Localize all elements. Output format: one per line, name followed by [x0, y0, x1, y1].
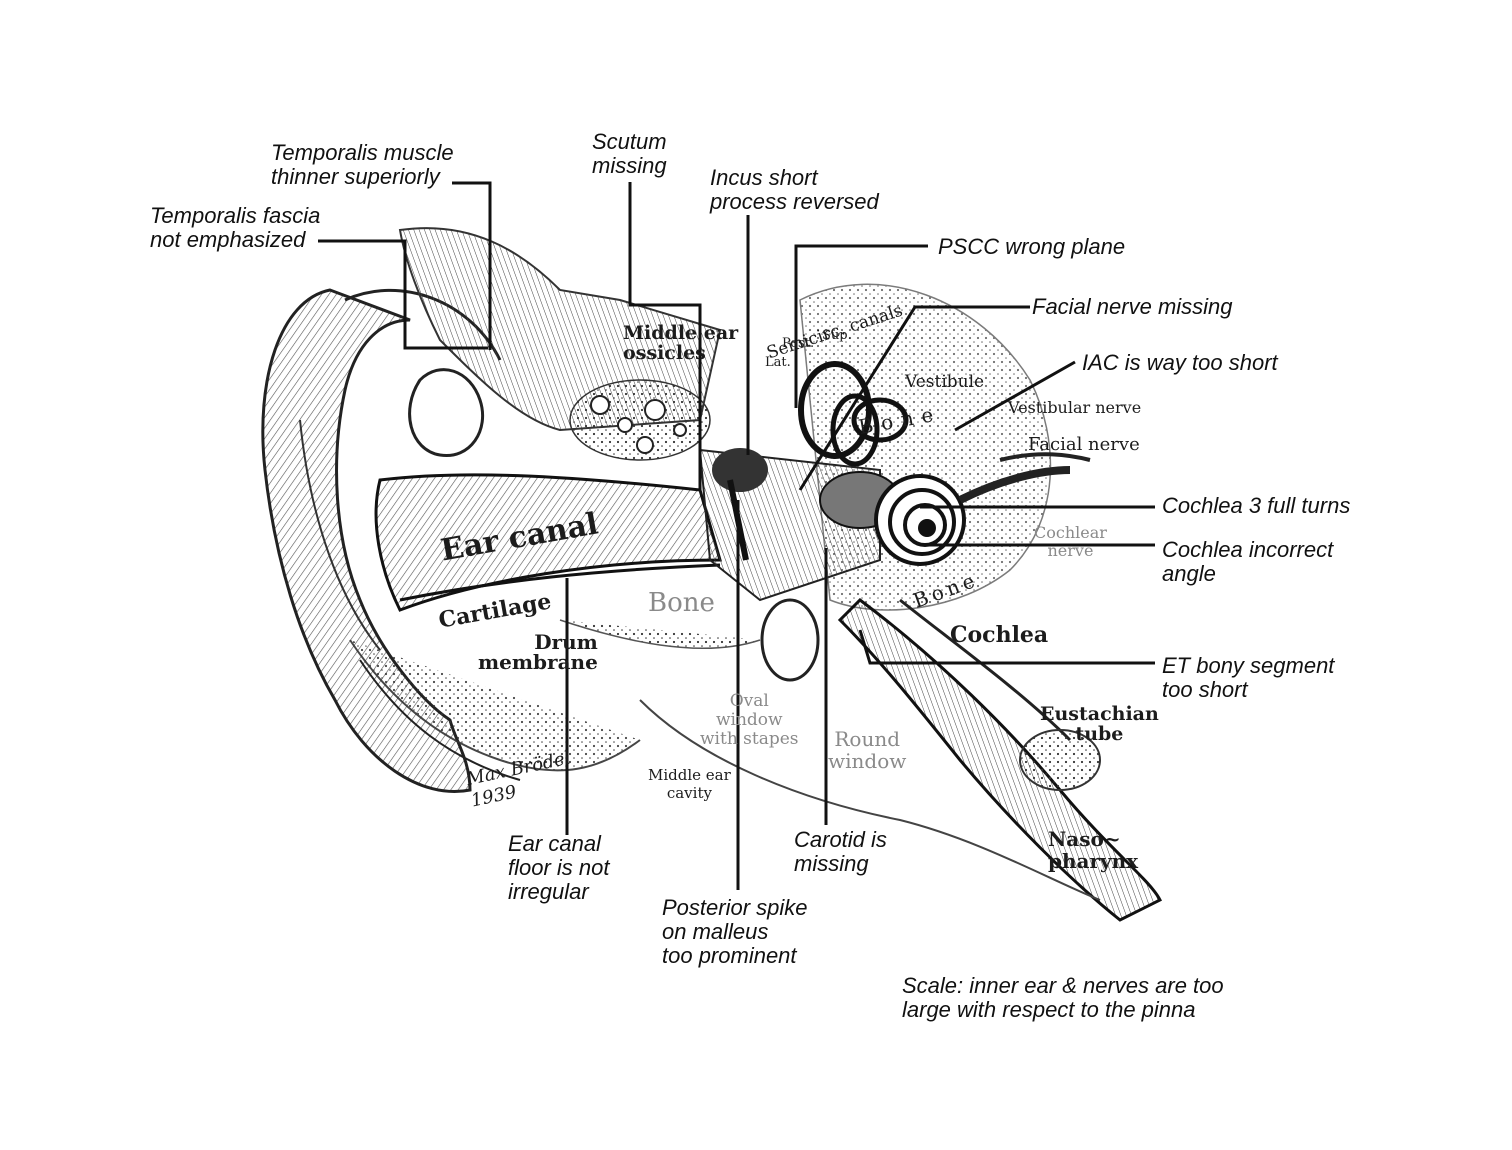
label-vestibular-nerve: Vestibular nerve	[1008, 398, 1142, 417]
mastoid-air-cells	[569, 379, 711, 461]
annotation-ear-canal-floor: Ear canal floor is not irregular	[508, 831, 610, 904]
annotation-et-bony: ET bony segment too short	[1162, 653, 1335, 702]
label-bone-lower: Bone	[648, 588, 715, 618]
annotation-temporalis-muscle: Temporalis muscle thinner superiorly	[271, 140, 454, 189]
annotation-cochlea-turns: Cochlea 3 full turns	[1162, 493, 1351, 518]
label-facial-nerve: Facial nerve	[1028, 434, 1140, 455]
leader-temporalis-muscle	[452, 181, 492, 350]
leader-iac	[954, 360, 1076, 432]
annotation-cochlea-angle: Cochlea incorrect angle	[1162, 537, 1334, 586]
label-middle-ear-cavity: Middle ear cavity	[648, 766, 731, 802]
label-round-window: Round window	[828, 727, 907, 773]
label-drum-membrane: Drum membrane	[478, 630, 598, 674]
label-cochlea: Cochlea	[950, 622, 1049, 648]
annotation-posterior-spike: Posterior spike on malleus too prominent	[662, 895, 808, 968]
leader-et-bony	[858, 629, 1155, 665]
annotation-pscc: PSCC wrong plane	[938, 234, 1126, 259]
leader-facial-nerve	[798, 305, 1030, 491]
leader-temporalis-fascia	[318, 239, 488, 350]
label-vestibule: Vestibule	[905, 372, 985, 392]
annotation-facial-nerve: Facial nerve missing	[1032, 294, 1233, 319]
annotation-temporalis-fascia: Temporalis fascia not emphasized	[150, 203, 321, 252]
inner-ear	[798, 283, 1091, 611]
label-post: Post.	[782, 336, 815, 351]
annotation-iac: IAC is way too short	[1082, 350, 1278, 375]
label-nasopharynx: Naso~ pharynx	[1048, 827, 1139, 873]
annotation-scale: Scale: inner ear & nerves are too large …	[902, 973, 1224, 1022]
label-lat: Lat.	[765, 355, 791, 370]
eustachian-tube	[837, 598, 1163, 922]
leader-scutum	[628, 182, 702, 490]
annotation-scutum: Scutum missing	[592, 129, 667, 178]
label-sup: Sup.	[822, 328, 852, 343]
label-eustachian-tube: Eustachian tube	[1040, 703, 1159, 745]
annotation-incus: Incus short process reversed	[710, 165, 879, 214]
leader-pscc	[794, 244, 928, 408]
annotation-carotid: Carotid is missing	[794, 827, 887, 876]
ear-canal	[374, 473, 722, 612]
label-oval-window: Oval window with stapes	[700, 691, 799, 749]
label-middle-ear-ossicles: Middle ear ossicles	[623, 322, 739, 364]
leader-lines	[318, 181, 1155, 890]
label-cochlear-nerve: Cochlear nerve	[1034, 523, 1107, 560]
